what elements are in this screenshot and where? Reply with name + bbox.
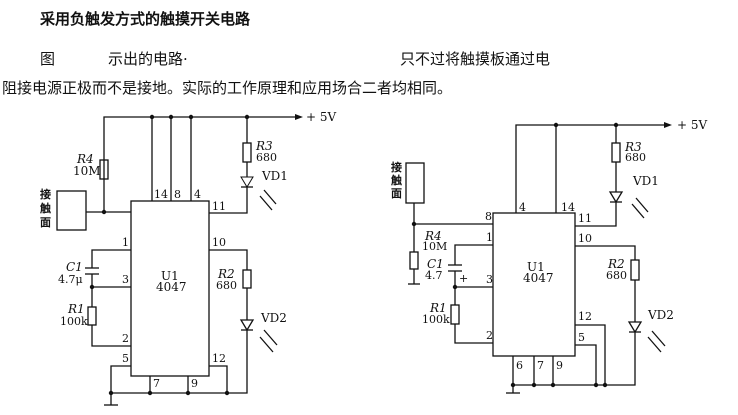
ic-part: 4047 <box>523 271 554 285</box>
r2-value: 680 <box>606 269 627 282</box>
right-circuit: + 5V U1 4047 4 14 R3 680 11 VD1 10 R2 68… <box>390 118 708 394</box>
c1-label: C1 <box>427 257 444 271</box>
document-title: 采用负触发方式的触摸开关电路 <box>40 10 251 28</box>
r4-value: 10M <box>73 164 101 178</box>
pin-label: 2 <box>122 332 129 345</box>
pin-label: 1 <box>486 231 493 244</box>
touch-plate <box>56 190 87 231</box>
paragraph-text: 只不过将触摸板通过电 <box>400 50 551 68</box>
r1-value: 100k <box>60 315 88 328</box>
pin-label: 7 <box>537 359 544 372</box>
pin-label: 14 <box>154 188 168 201</box>
vd1-label: VD1 <box>632 174 659 188</box>
paragraph-fig-ref: 图 <box>40 50 56 68</box>
r3-label: R3 <box>255 139 273 153</box>
paragraph-text: 示出的电路· <box>108 50 188 68</box>
touch-label: 触 <box>390 173 402 187</box>
resistor-r3 <box>611 142 621 163</box>
r1-label: R1 <box>67 302 85 316</box>
vd2-label: VD2 <box>260 311 287 325</box>
touch-label: 面 <box>391 187 402 200</box>
r3-value: 680 <box>256 151 277 164</box>
ic-part: 4047 <box>156 280 187 294</box>
pin-label: 14 <box>561 201 575 214</box>
left-circuit: + 5V R4 10M 接 触 面 U1 4047 14 8 4 R3 680 … <box>39 110 337 406</box>
touch-label: 接 <box>391 160 402 174</box>
led-vd1 <box>608 191 624 204</box>
pin-label: 9 <box>191 377 198 390</box>
ic-name: U1 <box>527 260 545 274</box>
touch-label: 触 <box>39 201 51 215</box>
supply-label: + 5V <box>677 118 708 132</box>
pin-label: 4 <box>519 201 526 214</box>
r3-label: R3 <box>624 140 642 154</box>
pin-label: 11 <box>578 212 592 225</box>
touch-label: 接 <box>40 187 51 201</box>
r4-label: R4 <box>424 229 442 243</box>
r2-label: R2 <box>217 267 235 281</box>
resistor-r2 <box>630 259 640 281</box>
vd1-label: VD1 <box>261 169 288 183</box>
pin-label: 9 <box>556 359 563 372</box>
pin-label: 3 <box>122 273 129 286</box>
resistor-r3 <box>242 142 252 163</box>
pin-label: 2 <box>486 329 493 342</box>
paragraph-text: 阻接电源正极而不是接地。实际的工作原理和应用场合二者均相同。 <box>2 79 453 97</box>
pin-label: 8 <box>485 210 492 223</box>
pin-label: 3 <box>486 273 493 286</box>
c1-label: C1 <box>66 260 83 274</box>
c1-value: 4.7 <box>425 269 443 282</box>
supply-label: + 5V <box>306 110 337 124</box>
pin-label: 12 <box>578 310 592 323</box>
pin-label: 6 <box>516 359 523 372</box>
pin-label: 1 <box>122 236 129 249</box>
r3-value: 680 <box>625 151 646 164</box>
resistor-r4 <box>99 159 109 180</box>
resistor-r1 <box>87 306 97 326</box>
pin-label: 10 <box>578 232 592 245</box>
pin-label: 12 <box>212 352 226 365</box>
touch-label: 面 <box>40 216 51 229</box>
vd2-label: VD2 <box>647 308 674 322</box>
ic-u1-4047 <box>130 200 210 377</box>
pin-label: 10 <box>212 236 226 249</box>
led-vd2 <box>627 321 643 334</box>
r2-value: 680 <box>216 279 237 292</box>
r2-label: R2 <box>607 257 625 271</box>
ic-name: U1 <box>161 269 179 283</box>
pin-label: 5 <box>122 352 129 365</box>
r4-value: 10M <box>422 240 447 253</box>
pin-label: 4 <box>194 188 201 201</box>
r1-value: 100k <box>422 313 450 326</box>
led-vd2 <box>239 319 255 332</box>
touch-plate <box>405 162 425 204</box>
c1-value: 4.7μ <box>58 273 83 286</box>
r1-label: R1 <box>429 301 447 315</box>
r4-label: R4 <box>76 152 94 166</box>
pin-label: 11 <box>212 200 226 213</box>
resistor-r1 <box>450 304 460 325</box>
pin-label: 5 <box>578 331 585 344</box>
pin-label: 7 <box>153 377 160 390</box>
led-vd1 <box>240 176 254 188</box>
c1-polarity: + <box>459 272 468 285</box>
resistor-r4 <box>409 251 419 270</box>
pin-label: 8 <box>174 188 181 201</box>
resistor-r2 <box>242 269 252 289</box>
